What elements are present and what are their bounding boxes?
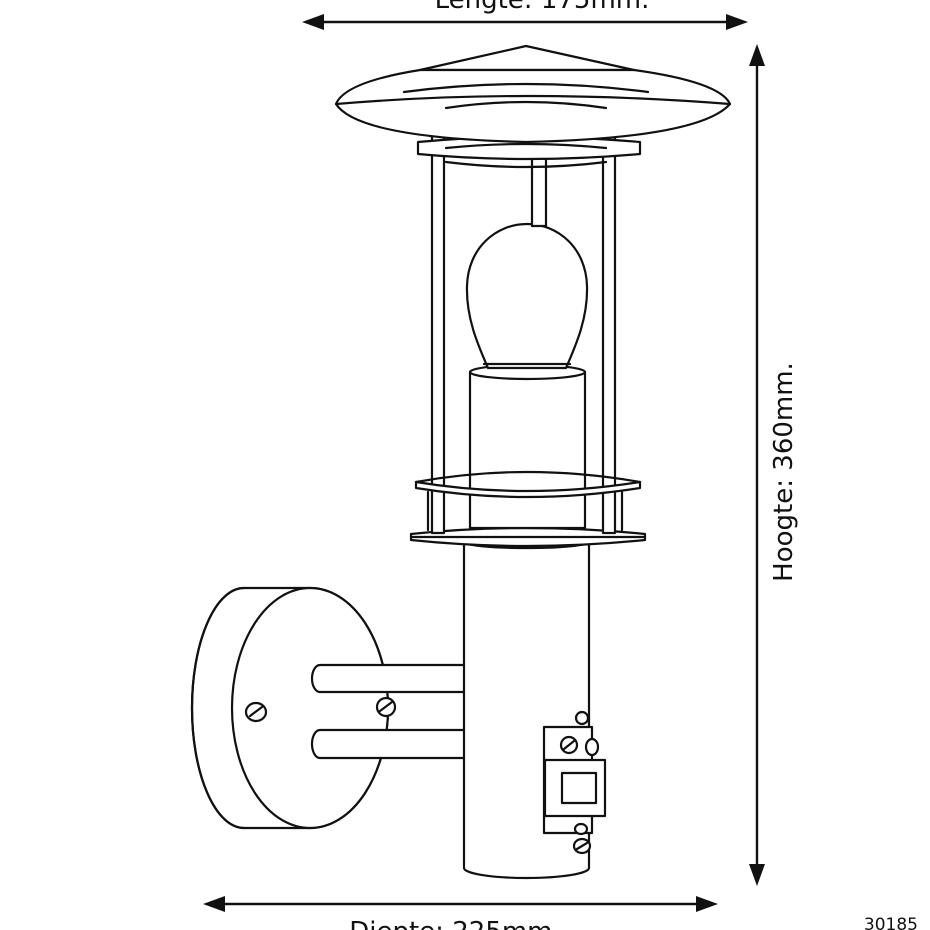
middle-ring-front [414, 480, 642, 499]
middle-ring [414, 470, 642, 532]
cage-bars [430, 76, 617, 535]
length-dimension: Lengte: 175mm. [302, 0, 748, 30]
upper-arm [310, 663, 474, 694]
roof-cone [418, 44, 636, 72]
bulb-glass [465, 222, 589, 370]
light-bulb [465, 222, 589, 370]
roof [334, 44, 732, 144]
upper-collar-inner [444, 142, 608, 169]
height-label: Hoogte: 360mm. [769, 362, 799, 582]
roof-inner-ring [402, 82, 650, 94]
socket-body [468, 370, 587, 530]
depth-dimension: Diepte: 225mm. [203, 896, 718, 930]
wall-plate-screw [244, 701, 268, 723]
central-rod [530, 148, 548, 228]
height-dimension: Hoogte: 360mm. [749, 44, 799, 886]
wall-plate-rim [190, 586, 246, 830]
length-label: Lengte: 175mm. [435, 0, 650, 15]
sensor-screw-top [574, 710, 590, 726]
length-arrow-right [726, 14, 748, 30]
lower-arm [310, 728, 474, 760]
height-arrow-top [749, 44, 765, 66]
sensor-screw-side [584, 737, 600, 757]
arm-screw [375, 696, 397, 718]
sensor-window [560, 771, 598, 805]
middle-ring-back [414, 470, 642, 484]
body-screw [572, 837, 592, 855]
lower-ring [409, 526, 647, 548]
sensor-screw-bottom [573, 822, 589, 836]
sensor-screw-front [559, 735, 579, 755]
lamp-socket [468, 363, 587, 530]
wall-plate [190, 586, 390, 830]
depth-arrow-right [696, 896, 718, 912]
height-arrow-bottom [749, 864, 765, 886]
motion-sensor [542, 710, 607, 836]
roof-brim-edge [334, 94, 732, 106]
support-arms [310, 663, 474, 760]
roof-under-hub [444, 100, 608, 110]
depth-arrow-left [203, 896, 225, 912]
article-number: 30185 [864, 915, 918, 930]
roof-brim [334, 68, 732, 144]
length-arrow-left [302, 14, 324, 30]
depth-label: Diepte: 225mm. [349, 917, 561, 930]
